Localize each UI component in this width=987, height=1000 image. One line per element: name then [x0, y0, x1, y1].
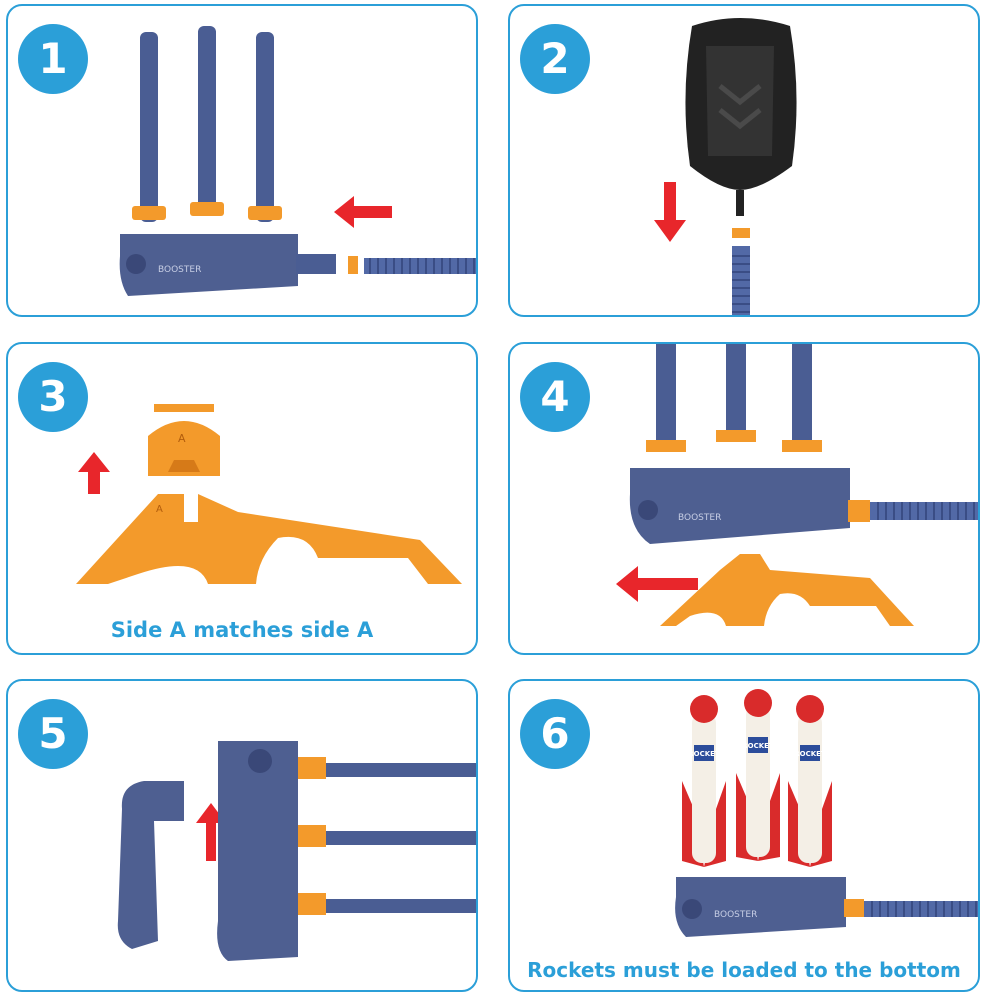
arrow-up-icon: [78, 452, 110, 494]
booster-label: BOOSTER: [678, 513, 721, 523]
booster-base: [217, 741, 298, 961]
launch-tube: [726, 344, 746, 434]
arrow-left-icon: [616, 566, 698, 602]
foam-rocket: ROCKET: [682, 695, 726, 867]
rocket-label: ROCKET: [742, 742, 774, 750]
step-5-panel: 5: [6, 679, 478, 992]
rocket-label: ROCKET: [688, 750, 720, 758]
side-a-marker: A: [156, 504, 163, 515]
arrow-down-icon: [654, 182, 686, 242]
booster-base: [120, 234, 298, 296]
stand: [76, 494, 462, 584]
foam-rocket: ROCKET: [736, 689, 780, 861]
foam-rocket: ROCKET: [788, 695, 832, 867]
launch-tube: [326, 763, 478, 777]
launch-tube: [326, 831, 478, 845]
step-6-caption: Rockets must be loaded to the bottom: [510, 958, 978, 982]
side-a-marker: A: [178, 432, 186, 445]
arrow-left-icon: [334, 196, 392, 228]
launch-tube: [656, 344, 676, 444]
step-4-panel: 4 BOOSTER: [508, 342, 980, 655]
air-hose: [364, 258, 478, 274]
step-1-illustration: BOOSTER: [8, 6, 478, 317]
handle-piece: [118, 781, 184, 949]
booster-base: [630, 468, 850, 544]
stand: [660, 554, 914, 626]
step-3-panel: 3 A A Side A matches side A: [6, 342, 478, 655]
step-3-illustration: A A: [8, 344, 478, 655]
launch-tube: [198, 26, 216, 216]
air-hose: [864, 901, 980, 917]
step-3-caption: Side A matches side A: [8, 618, 476, 642]
launch-tube: [326, 899, 478, 913]
step-5-illustration: [8, 681, 478, 992]
rocket-label: ROCKET: [794, 750, 826, 758]
step-6-panel: 6 ROCKET ROCKET ROCKET: [508, 679, 980, 992]
booster-label: BOOSTER: [714, 910, 757, 920]
launch-tube: [256, 32, 274, 222]
step-2-panel: 2: [508, 4, 980, 317]
step-4-illustration: BOOSTER: [510, 344, 980, 655]
step-1-panel: 1 BOOSTER: [6, 4, 478, 317]
step-6-illustration: ROCKET ROCKET ROCKET BOOSTER: [510, 681, 980, 992]
booster-label: BOOSTER: [158, 265, 201, 275]
step-2-illustration: [510, 6, 980, 317]
launch-tube: [140, 32, 158, 222]
launch-tube: [792, 344, 812, 444]
